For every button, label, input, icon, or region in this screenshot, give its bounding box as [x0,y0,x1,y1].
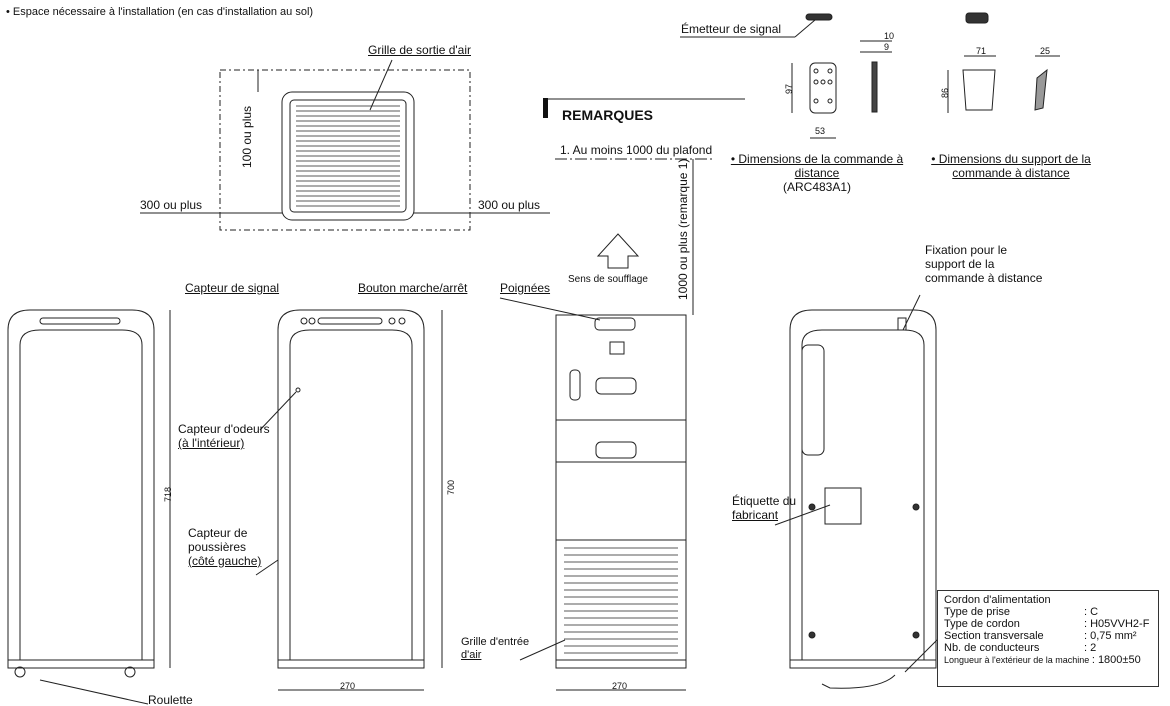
remote-caption-line1: • Dimensions de la commande à [730,152,904,166]
dim-25: 25 [1040,46,1051,56]
back-unit [774,294,938,689]
power-cord-specs: Cordon d'alimentation Type de prise : C T… [937,590,1159,687]
spec-key: Section transversale [944,630,1044,642]
width-front: 270 [340,681,356,691]
spec-row: Longueur à l'extérieur de la machine : 1… [944,654,1152,666]
remote-caption: • Dimensions de la commande à distance (… [717,152,917,194]
maker-line2: fabricant [732,507,779,522]
fix-line2: support de la [925,256,995,271]
odor-line1: Capteur d'odeurs [178,422,270,436]
spec-value: : 1800±50 [1091,654,1141,666]
dust-line1: Capteur de [188,526,248,540]
height-700: 700 [446,479,456,495]
fix-line1: Fixation pour le [925,243,1008,257]
handles-label: Poignées [500,281,551,295]
dim-71: 71 [976,46,987,56]
height-718: 718 [163,486,173,502]
spec-key: Type de cordon [944,618,1020,630]
remote-caption-line2: distance [794,165,840,180]
maker-label: Étiquette du fabricant [732,494,797,523]
remote-model: (ARC483A1) [782,179,852,194]
inlet-grille-label: Grille d'entrée d'air [461,636,529,661]
inlet-line2: d'air [461,648,482,661]
dim-53: 53 [815,126,826,136]
top-clearance-label: 100 ou plus [240,105,254,168]
spec-value: : 2 [1084,642,1097,654]
dim-10: 10 [884,31,895,41]
power-button-label: Bouton marche/arrêt [358,281,468,295]
spec-row: Section transversale : 0,75 mm² [944,630,1152,642]
odor-line2: (à l'intérieur) [178,435,245,450]
spec-value: : 0,75 mm² [1084,630,1137,642]
header-note: • Espace nécessaire à l'installation (en… [6,6,314,18]
inlet-line1: Grille d'entrée [461,636,530,648]
remote-holder-fix-label: Fixation pour le support de la commande … [925,243,1043,285]
dim-86: 86 [940,87,950,98]
maker-line1: Étiquette du [732,494,797,508]
front-unit [255,309,443,691]
spec-row: Nb. de conducteurs : 2 [944,642,1152,654]
holder-caption-line1: • Dimensions du support de la [931,152,1091,166]
side-unit [499,297,687,691]
remote-drawing [680,12,1060,139]
width-side: 270 [612,681,628,691]
odor-sensor-label: Capteur d'odeurs (à l'intérieur) [178,422,270,451]
spec-value: : C [1084,606,1099,618]
top-view [140,59,550,231]
airflow-label: Sens de soufflage [568,274,648,285]
ceiling-clearance-label: 1000 ou plus (remarque 1) [676,158,690,300]
remarks-title: REMARQUES [562,107,654,123]
dust-line2: poussières [188,539,247,554]
spec-key: Nb. de conducteurs [944,642,1040,654]
spec-value: : H05VVH2-F [1084,618,1150,630]
caster-label: Roulette [148,693,193,706]
spec-key: Type de prise [944,606,1011,618]
left-clearance-label: 300 ou plus [140,198,203,212]
right-clearance-label: 300 ou plus [478,198,541,212]
holder-caption-line2: commande à distance [952,165,1070,180]
fix-line3: commande à distance [925,270,1043,285]
dim-97: 97 [784,83,794,94]
signal-sensor-label: Capteur de signal [185,281,280,295]
power-cord-title: Cordon d'alimentation [944,594,1051,606]
spec-row: Type de prise : C [944,606,1152,618]
remark-1: 1. Au moins 1000 du plafond [560,143,713,157]
spec-key: Longueur à l'extérieur de la machine [944,655,1090,665]
dust-line3: (côté gauche) [188,553,262,568]
dust-sensor-label: Capteur de poussières (côté gauche) [188,526,262,568]
outlet-grille-label: Grille de sortie d'air [368,43,471,57]
signal-emitter-label: Émetteur de signal [681,22,782,36]
left-unit [7,309,171,705]
holder-caption: • Dimensions du support de la commande à… [918,152,1104,181]
spec-row: Type de cordon : H05VVH2-F [944,618,1152,630]
dim-9: 9 [884,42,890,52]
